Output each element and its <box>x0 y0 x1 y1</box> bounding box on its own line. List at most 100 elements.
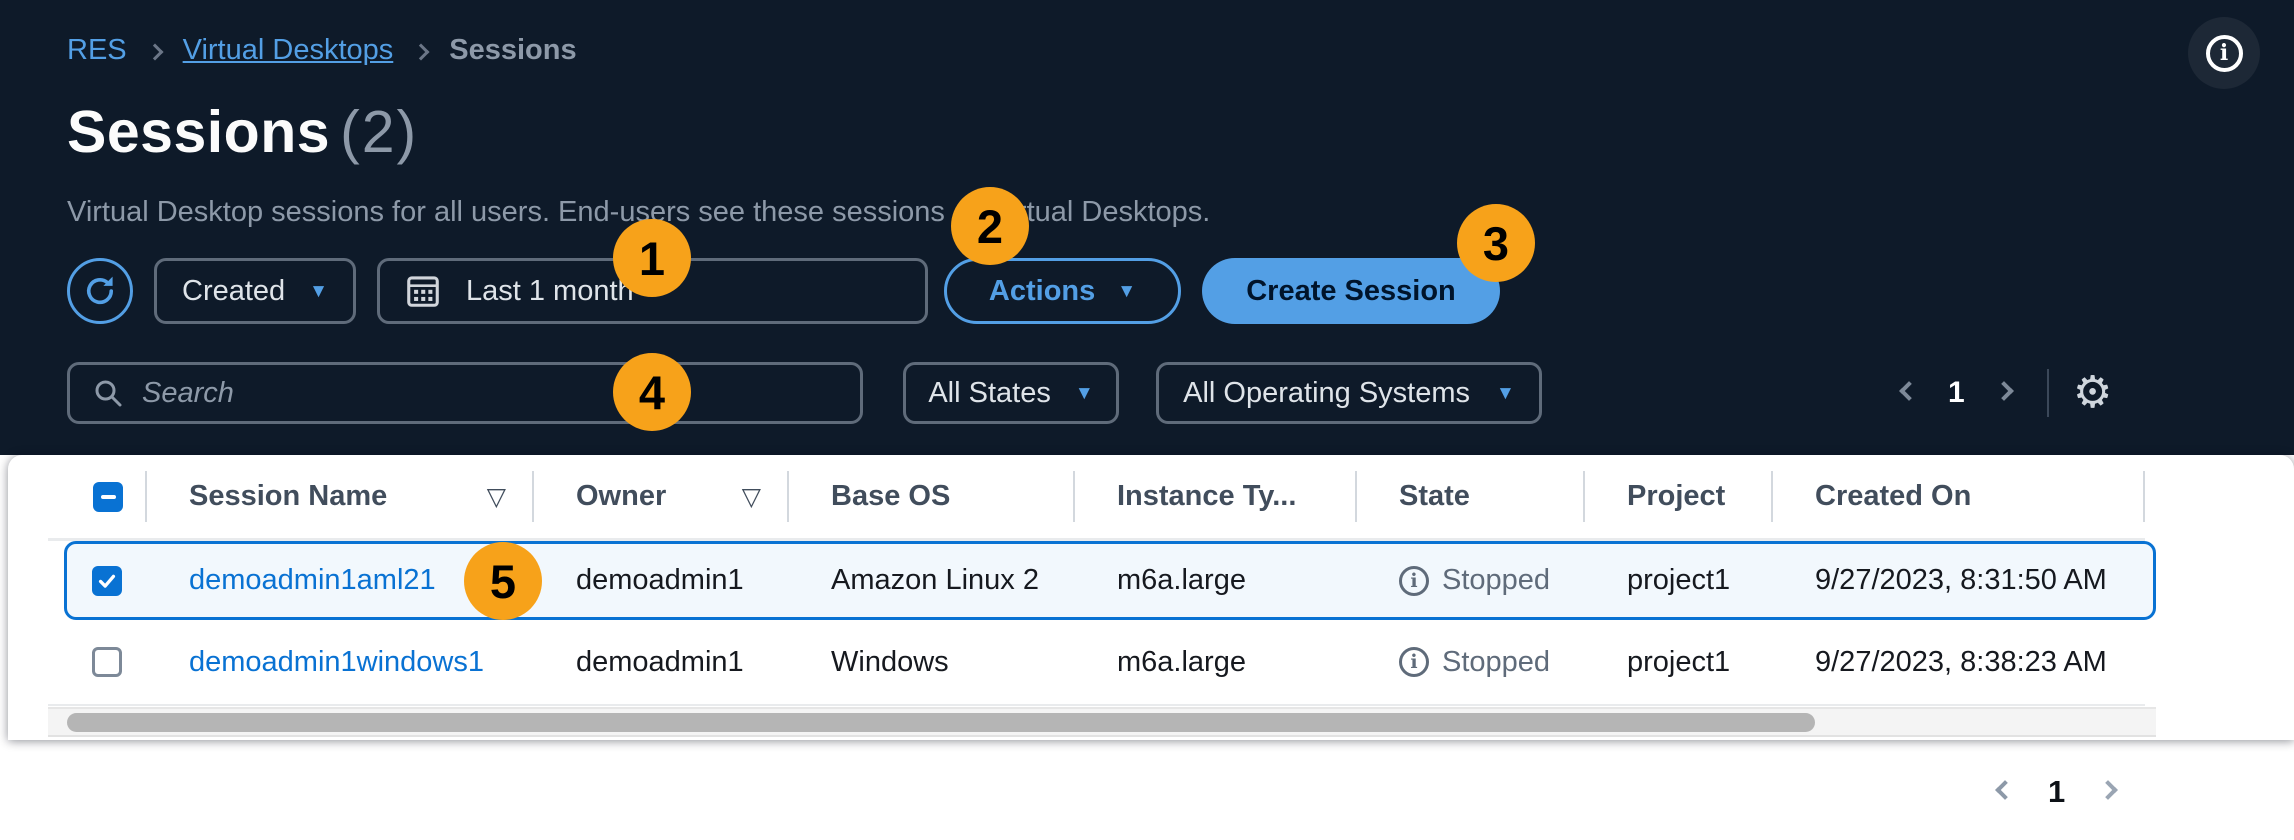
sort-icon[interactable]: ▽ <box>741 482 761 511</box>
chevron-right-icon <box>1993 380 2014 401</box>
previous-page-button[interactable] <box>1992 777 2018 808</box>
annotation-badge-4: 4 <box>613 353 691 431</box>
created-on-cell: 9/27/2023, 8:31:50 AM <box>1815 564 2107 596</box>
table-preferences-button[interactable]: ⚙ <box>2072 367 2113 418</box>
column-divider <box>532 471 534 522</box>
actions-label: Actions <box>988 274 1096 307</box>
row-checkbox-unchecked[interactable] <box>92 647 122 677</box>
column-divider <box>1073 471 1075 522</box>
search-box <box>67 362 863 424</box>
os-filter-value: All Operating Systems <box>1183 376 1471 409</box>
column-divider <box>1355 471 1357 522</box>
horizontal-scrollbar-track[interactable] <box>48 707 2156 737</box>
column-label: Session Name <box>189 480 388 512</box>
next-page-button[interactable] <box>2095 777 2121 808</box>
page-header: RES Virtual Desktops Sessions i Sessions… <box>0 0 2294 455</box>
sort-by-select[interactable]: Created ▼ <box>154 258 356 324</box>
select-all-checkbox[interactable] <box>93 481 123 512</box>
chevron-left-icon <box>1899 380 1919 401</box>
column-header-instance-type[interactable]: Instance Ty... <box>1073 455 1355 538</box>
check-icon <box>98 574 116 588</box>
help-panel-button[interactable]: i <box>2188 17 2260 89</box>
column-header-session-name[interactable]: Session Name ▽ <box>145 455 532 538</box>
base-os-cell: Windows <box>831 645 949 678</box>
owner-cell: demoadmin1 <box>576 564 744 596</box>
column-header-state[interactable]: State <box>1355 455 1583 538</box>
column-divider <box>145 471 147 522</box>
column-header-base-os[interactable]: Base OS <box>787 455 1073 538</box>
column-label: Created On <box>1815 480 1972 512</box>
row-select-cell <box>48 565 145 596</box>
chevron-right-icon <box>2098 779 2119 800</box>
search-input[interactable] <box>142 365 860 421</box>
page-title: Sessions(2) <box>67 98 418 166</box>
table-header-row: Session Name ▽ Owner ▽ Base OS Instance … <box>48 455 2145 538</box>
create-session-button[interactable]: Create Session <box>1202 258 1500 324</box>
status-info-icon: i <box>1399 565 1429 596</box>
state-cell: i Stopped <box>1355 564 1583 597</box>
table-row[interactable]: demoadmin1windows1 demoadmin1 Windows m6… <box>48 620 2145 704</box>
breadcrumb-separator-icon <box>412 43 430 60</box>
state-cell: i Stopped <box>1355 646 1583 679</box>
annotation-badge-5: 5 <box>464 542 542 620</box>
info-icon: i <box>2205 34 2243 72</box>
session-link[interactable]: demoadmin1windows1 <box>189 645 484 678</box>
caret-down-icon: ▼ <box>1496 382 1515 404</box>
table-pagination-top: 1 ⚙ <box>1896 362 2112 424</box>
table-row[interactable]: demoadmin1aml21 demoadmin1 Amazon Linux … <box>48 541 2145 620</box>
previous-page-button[interactable] <box>1896 378 1922 409</box>
column-divider <box>1771 471 1773 522</box>
breadcrumb-virtual-desktops[interactable]: Virtual Desktops <box>182 34 394 66</box>
column-label: Project <box>1627 480 1726 512</box>
column-header-created-on[interactable]: Created On <box>1771 455 2145 538</box>
column-header-project[interactable]: Project <box>1583 455 1771 538</box>
page-title-text: Sessions <box>67 99 331 165</box>
table-pagination-bottom: 1 <box>1992 764 2121 820</box>
indeterminate-icon <box>100 494 116 499</box>
date-range-value: Last 1 month <box>466 274 634 307</box>
annotation-badge-1: 1 <box>613 219 691 297</box>
next-page-button[interactable] <box>1991 378 2017 409</box>
created-on-cell: 9/27/2023, 8:38:23 AM <box>1815 645 2107 678</box>
project-cell: project1 <box>1627 564 1731 596</box>
actions-button[interactable]: Actions ▼ <box>944 258 1181 324</box>
breadcrumb-current: Sessions <box>449 34 577 66</box>
project-cell: project1 <box>1627 645 1731 678</box>
sort-by-value: Created <box>182 274 286 307</box>
row-checkbox-checked[interactable] <box>92 565 122 596</box>
base-os-cell: Amazon Linux 2 <box>831 564 1039 596</box>
search-icon <box>95 380 122 407</box>
instance-type-cell: m6a.large <box>1117 564 1246 596</box>
row-select-cell <box>48 647 145 677</box>
session-link[interactable]: demoadmin1aml21 <box>189 564 436 596</box>
owner-cell: demoadmin1 <box>576 645 744 678</box>
current-page-number[interactable]: 1 <box>1948 376 1965 409</box>
calendar-icon <box>407 276 439 307</box>
chevron-left-icon <box>1995 779 2015 800</box>
caret-down-icon: ▼ <box>309 280 328 302</box>
states-filter-select[interactable]: All States ▼ <box>903 362 1119 424</box>
select-all-cell <box>48 455 145 538</box>
column-label: Base OS <box>831 480 951 512</box>
horizontal-scrollbar-thumb[interactable] <box>67 713 1815 732</box>
column-header-owner[interactable]: Owner ▽ <box>532 455 787 538</box>
breadcrumb: RES Virtual Desktops Sessions <box>67 34 577 67</box>
row-divider <box>48 704 2145 706</box>
refresh-button[interactable] <box>67 258 133 324</box>
sort-icon[interactable]: ▽ <box>486 482 506 511</box>
column-label: State <box>1399 480 1470 512</box>
column-divider <box>2143 471 2145 522</box>
column-divider <box>1583 471 1585 522</box>
refresh-icon <box>86 276 114 305</box>
session-count: (2) <box>340 99 419 165</box>
states-filter-value: All States <box>928 376 1051 409</box>
current-page-number[interactable]: 1 <box>2048 774 2066 809</box>
annotation-badge-2: 2 <box>951 187 1029 265</box>
os-filter-select[interactable]: All Operating Systems ▼ <box>1156 362 1542 424</box>
filter-bar: All States ▼ All Operating Systems ▼ <box>67 362 1542 424</box>
caret-down-icon: ▼ <box>1074 382 1094 404</box>
breadcrumb-res[interactable]: RES <box>67 34 127 66</box>
breadcrumb-separator-icon <box>146 43 164 60</box>
status-info-icon: i <box>1399 647 1429 677</box>
